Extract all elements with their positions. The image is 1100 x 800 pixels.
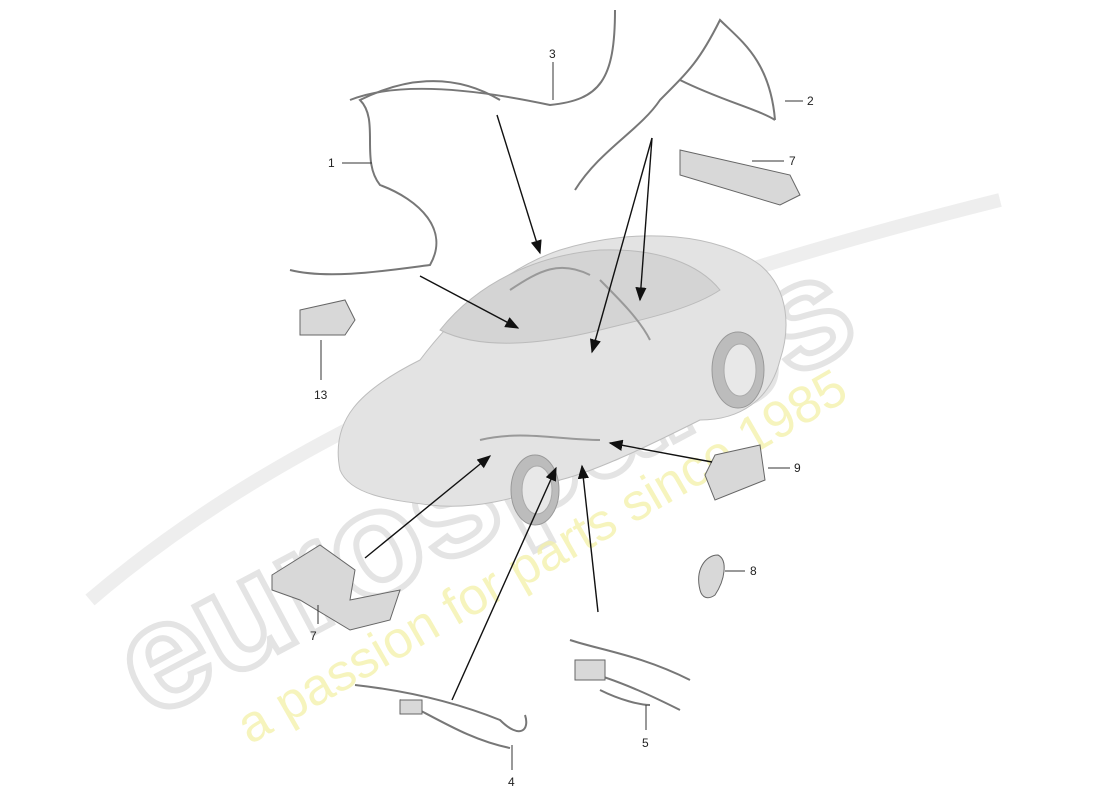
bracket-7-bottom (271, 544, 401, 631)
wiring-harness-4 (354, 684, 528, 749)
callout-label: 5 (642, 736, 649, 750)
callout-label: 3 (549, 47, 556, 61)
wiring-harness-3 (349, 9, 616, 107)
callout-label: 7 (310, 629, 317, 643)
control-unit-7-top (679, 149, 801, 206)
wiring-harness-1 (289, 80, 501, 276)
callout-label: 1 (328, 156, 335, 170)
callout-9: 9 (768, 461, 801, 475)
control-unit-9 (704, 444, 766, 501)
callout-5: 5 (642, 705, 649, 750)
callout-3: 3 (549, 47, 556, 100)
callout-label: 8 (750, 564, 757, 578)
switch-8 (698, 554, 725, 599)
callout-13: 13 (314, 340, 328, 402)
callout-7-top: 7 (752, 154, 796, 168)
wiring-harness-5 (569, 639, 691, 711)
callout-label: 2 (807, 94, 814, 108)
control-unit-13 (299, 299, 356, 336)
callout-label: 9 (794, 461, 801, 475)
pointer-arrows (364, 114, 713, 701)
callout-2: 2 (785, 94, 814, 108)
callout-label: 13 (314, 388, 328, 402)
callout-7-bottom: 7 (310, 605, 319, 643)
callout-1: 1 (328, 156, 372, 170)
callout-label: 4 (508, 775, 515, 789)
callout-8: 8 (725, 564, 757, 578)
callout-4: 4 (508, 745, 515, 789)
callout-label: 7 (789, 154, 796, 168)
wiring-harness-2 (574, 18, 776, 191)
